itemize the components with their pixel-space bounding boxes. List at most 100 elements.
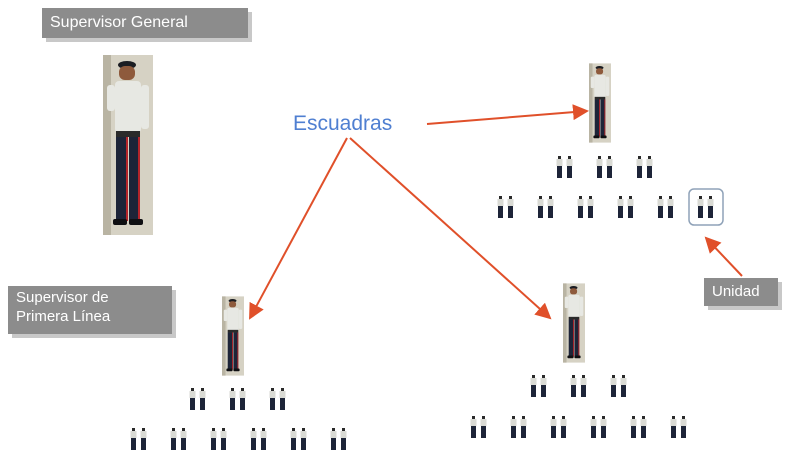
- unit-group: [537, 196, 554, 218]
- unit-group: [550, 416, 567, 438]
- supervisor-primera-linea-line1: Supervisor de: [16, 289, 109, 306]
- arrow-to-squad-3: [349, 137, 552, 320]
- squad-supervisor-figure: [563, 283, 585, 363]
- supervisor-general-figure: [103, 55, 153, 235]
- trooper-icon: [547, 196, 554, 218]
- trooper-icon: [229, 388, 236, 410]
- trooper-icon: [697, 196, 704, 218]
- trooper-icon: [646, 156, 653, 178]
- unit-group: [210, 428, 227, 450]
- unit-group: [229, 388, 246, 410]
- squad-supervisor-figure: [589, 63, 611, 143]
- squads-group: [130, 63, 724, 450]
- unit-group: [497, 196, 514, 218]
- unit-group: [596, 156, 613, 178]
- trooper-icon: [590, 416, 597, 438]
- trooper-icon: [507, 196, 514, 218]
- highlighted-unit-box: [688, 188, 724, 226]
- squad-supervisor-figure: [222, 296, 244, 376]
- trooper-icon: [537, 196, 544, 218]
- unit-group: [590, 416, 607, 438]
- unit-group: [269, 388, 286, 410]
- trooper-icon: [577, 196, 584, 218]
- trooper-icon: [470, 416, 477, 438]
- unit-group: [170, 428, 187, 450]
- trooper-icon: [640, 416, 647, 438]
- trooper-icon: [667, 196, 674, 218]
- trooper-icon: [556, 156, 563, 178]
- trooper-icon: [180, 428, 187, 450]
- unidad-label: Unidad: [704, 278, 778, 306]
- unit-group: [630, 416, 647, 438]
- trooper-icon: [300, 428, 307, 450]
- unit-group: [697, 196, 714, 218]
- trooper-icon: [540, 375, 547, 397]
- trooper-icon: [480, 416, 487, 438]
- unit-group: [556, 156, 573, 178]
- unit-group: [130, 428, 147, 450]
- squad-2: [130, 296, 347, 450]
- trooper-icon: [210, 428, 217, 450]
- unit-group: [530, 375, 547, 397]
- supervisor-general-text: Supervisor General: [50, 14, 188, 31]
- unit-group: [636, 156, 653, 178]
- trooper-icon: [250, 428, 257, 450]
- unit-group: [510, 416, 527, 438]
- trooper-icon: [606, 156, 613, 178]
- trooper-icon: [520, 416, 527, 438]
- trooper-icon: [340, 428, 347, 450]
- squad-1: [497, 63, 724, 226]
- trooper-icon: [670, 416, 677, 438]
- trooper-icon: [620, 375, 627, 397]
- unit-group: [657, 196, 674, 218]
- trooper-icon: [566, 156, 573, 178]
- unit-group: [617, 196, 634, 218]
- trooper-icon: [199, 388, 206, 410]
- escuadras-label: Escuadras: [293, 112, 393, 135]
- unit-group: [290, 428, 307, 450]
- supervisor-primera-linea-label: Supervisor de Primera Línea: [8, 286, 172, 334]
- trooper-icon: [330, 428, 337, 450]
- supervisor-primera-linea-line2: Primera Línea: [16, 308, 111, 325]
- trooper-icon: [510, 416, 517, 438]
- supervisor-general-label: Supervisor General: [42, 8, 248, 38]
- arrow-to-squad-2: [249, 137, 348, 320]
- trooper-icon: [560, 416, 567, 438]
- trooper-icon: [550, 416, 557, 438]
- unit-group: [250, 428, 267, 450]
- trooper-icon: [269, 388, 276, 410]
- trooper-icon: [260, 428, 267, 450]
- unit-group: [330, 428, 347, 450]
- squad-3: [470, 283, 687, 438]
- trooper-icon: [497, 196, 504, 218]
- unit-group: [570, 375, 587, 397]
- trooper-icon: [636, 156, 643, 178]
- trooper-icon: [596, 156, 603, 178]
- unit-group: [470, 416, 487, 438]
- unit-group: [577, 196, 594, 218]
- trooper-icon: [627, 196, 634, 218]
- trooper-icon: [630, 416, 637, 438]
- trooper-icon: [130, 428, 137, 450]
- trooper-icon: [530, 375, 537, 397]
- trooper-icon: [140, 428, 147, 450]
- trooper-icon: [600, 416, 607, 438]
- unit-group: [610, 375, 627, 397]
- trooper-icon: [239, 388, 246, 410]
- trooper-icon: [680, 416, 687, 438]
- trooper-icon: [657, 196, 664, 218]
- arrow-to-squad-1: [426, 104, 589, 125]
- trooper-icon: [170, 428, 177, 450]
- trooper-icon: [587, 196, 594, 218]
- trooper-icon: [290, 428, 297, 450]
- trooper-icon: [189, 388, 196, 410]
- trooper-icon: [220, 428, 227, 450]
- trooper-icon: [570, 375, 577, 397]
- unit-group: [670, 416, 687, 438]
- unidad-text: Unidad: [712, 283, 760, 300]
- trooper-icon: [279, 388, 286, 410]
- trooper-icon: [610, 375, 617, 397]
- trooper-icon: [580, 375, 587, 397]
- trooper-icon: [617, 196, 624, 218]
